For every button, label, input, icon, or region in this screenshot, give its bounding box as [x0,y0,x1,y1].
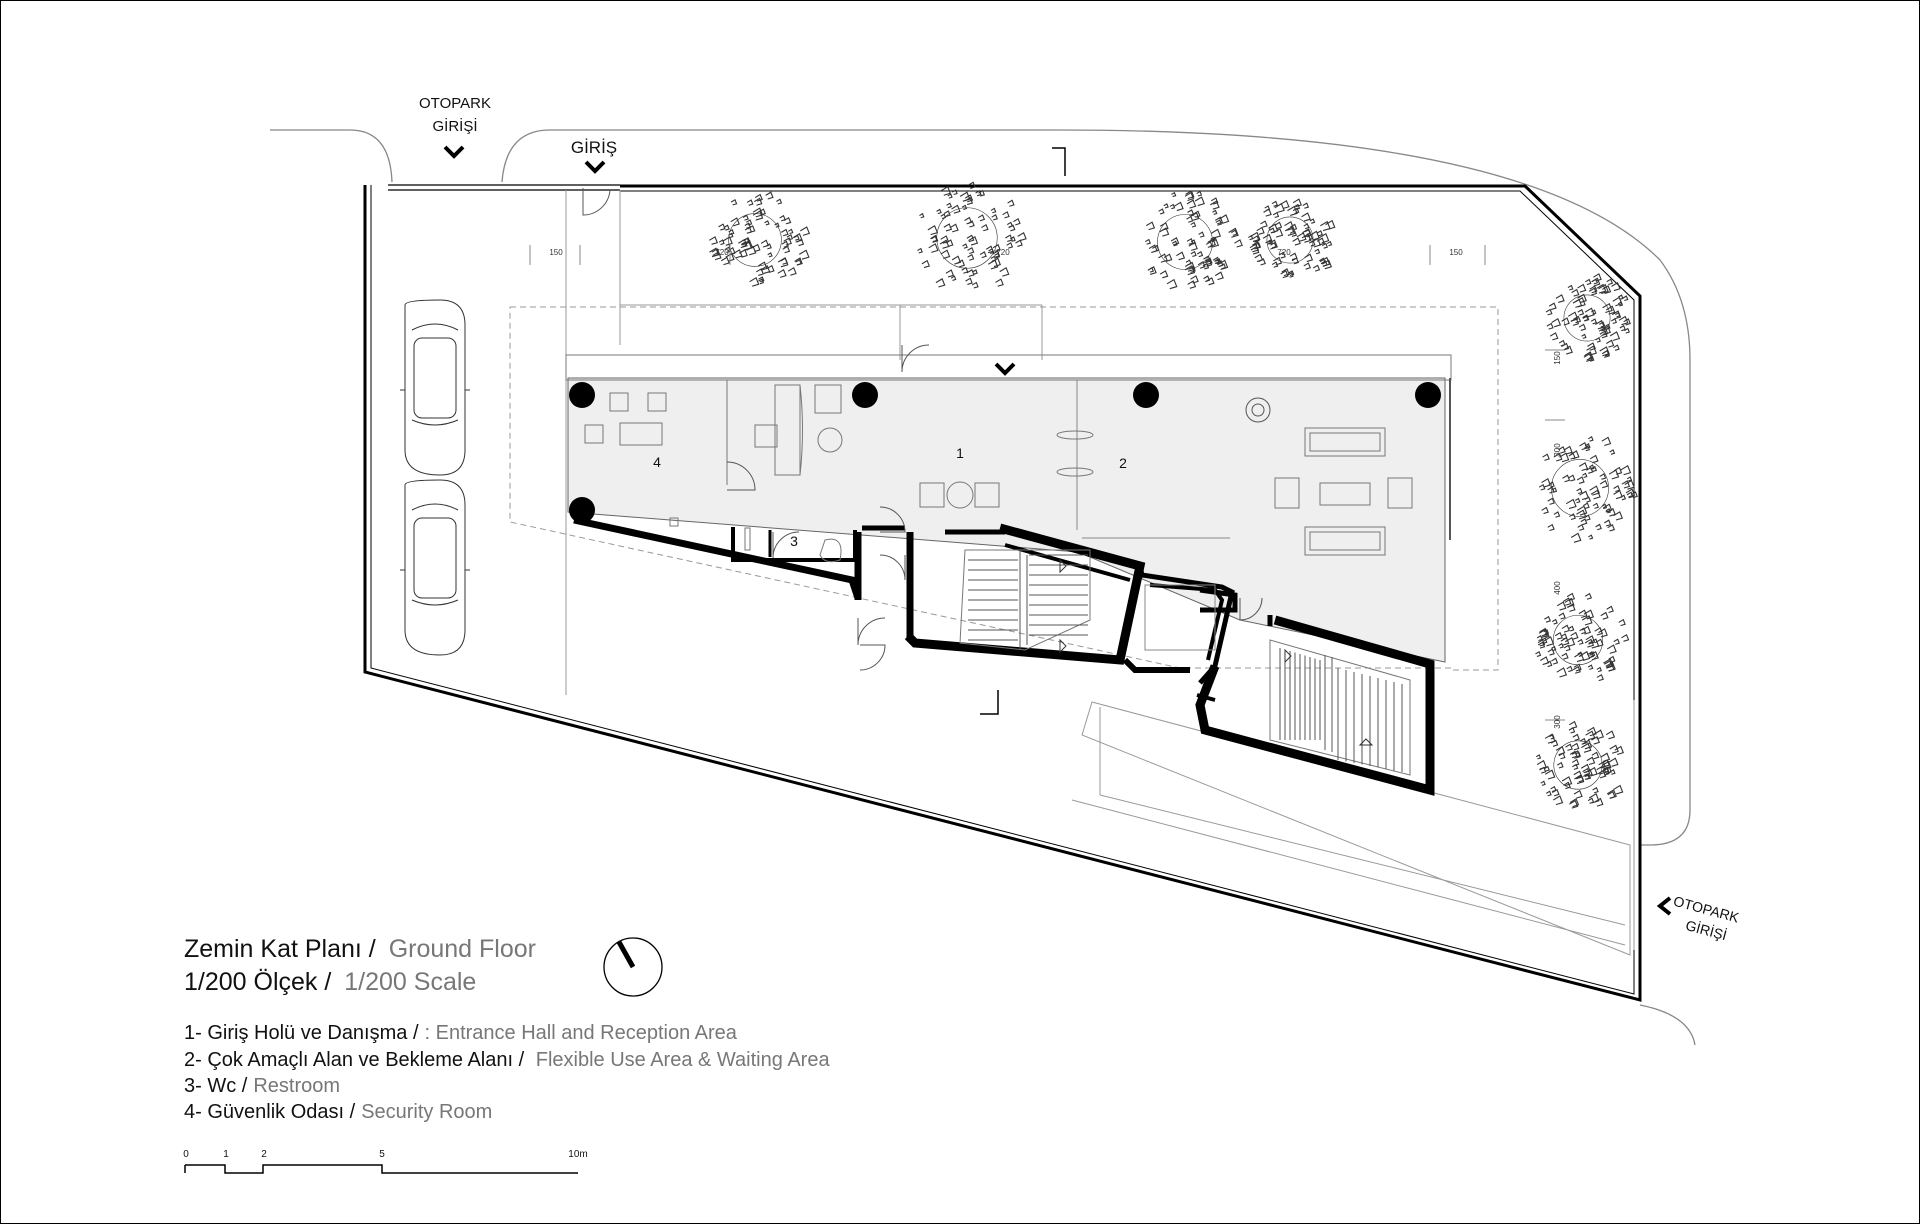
scale-tick-0: 0 [183,1149,189,1160]
tree-icon [1535,592,1630,682]
legend-item: 3- Wc /Restroom [184,1075,340,1097]
tree-icon [1248,198,1336,279]
tree-icon [1535,720,1625,809]
site-lines [565,190,1635,956]
room-number-4: 4 [653,454,661,470]
scale-tick-10: 10m [568,1149,587,1160]
walls [573,516,1435,796]
stair-1 [959,549,1091,651]
room-number-1: 1 [956,445,964,461]
scale-bar: 0 1 2 5 10m [183,1149,588,1174]
stair-2 [1269,639,1411,776]
room-number-3: 3 [790,533,798,549]
dimension-label: 720 [1277,248,1291,257]
tree-icon [1538,436,1638,543]
doors [582,188,1263,671]
tree-icon [1144,190,1243,290]
parking-entry-top-line2: GİRİŞİ [432,117,477,135]
dimension-label: 400 [1553,581,1562,595]
plan-scale: 1/200 Ölçek / 1/200 Scale [184,968,476,996]
section-marker [980,147,1066,715]
site-boundary [363,184,1642,1002]
stair-arrow [1358,738,1374,746]
dimension-label: 150 [1449,248,1463,257]
columns [569,382,1441,523]
dimension-label: 150 [549,248,563,257]
stair-arrow [1059,638,1067,654]
legend-item: 2- Çok Amaçlı Alan ve Bekleme Alanı / Fl… [184,1049,830,1071]
scale-tick-2: 2 [261,1149,267,1160]
elevator-lobby [1144,584,1216,651]
trees [709,181,1638,809]
scale-tick-5: 5 [379,1149,385,1160]
legend-item: 4- Güvenlik Odası /Security Room [184,1101,492,1123]
legend: 1- Giriş Holü ve Danışma /: Entrance Hal… [184,1022,830,1123]
furniture [584,384,1413,563]
dimension-label: 150 [1553,351,1562,365]
dimension-label: 300 [1553,715,1562,729]
parking-entry-right-line1: OTOPARK [1672,893,1742,926]
tree-icon [1545,273,1631,362]
dimension-label: 720 [996,248,1010,257]
entrance-label: GİRİŞ [571,138,617,157]
chevron-down-icon [443,145,1016,376]
north-arrow-icon [603,937,663,997]
scale-tick-1: 1 [223,1149,229,1160]
plant-icon [1245,397,1271,423]
legend-item: 1- Giriş Holü ve Danışma /: Entrance Hal… [184,1022,738,1044]
parking-entry-top-line1: OTOPARK [419,95,491,112]
chevron-left-icon [1656,896,1672,916]
tree-icon [917,181,1027,289]
car-icon [400,299,470,476]
stair-arrow [1059,558,1067,574]
stair-arrow [1284,648,1292,664]
tree-icon [709,191,811,287]
interior-floor [567,377,1446,663]
building-outline [565,354,1452,381]
dimension-label: 720 [715,248,729,257]
plan-title: Zemin Kat Planı / Ground Floor [184,935,536,963]
car-icon [400,479,470,656]
dimension-label: 300 [1553,443,1562,457]
dimension-ticks [529,245,1565,721]
room-number-2: 2 [1119,455,1127,471]
canopy-outline [509,306,1499,671]
street-curbs [270,129,1696,1046]
